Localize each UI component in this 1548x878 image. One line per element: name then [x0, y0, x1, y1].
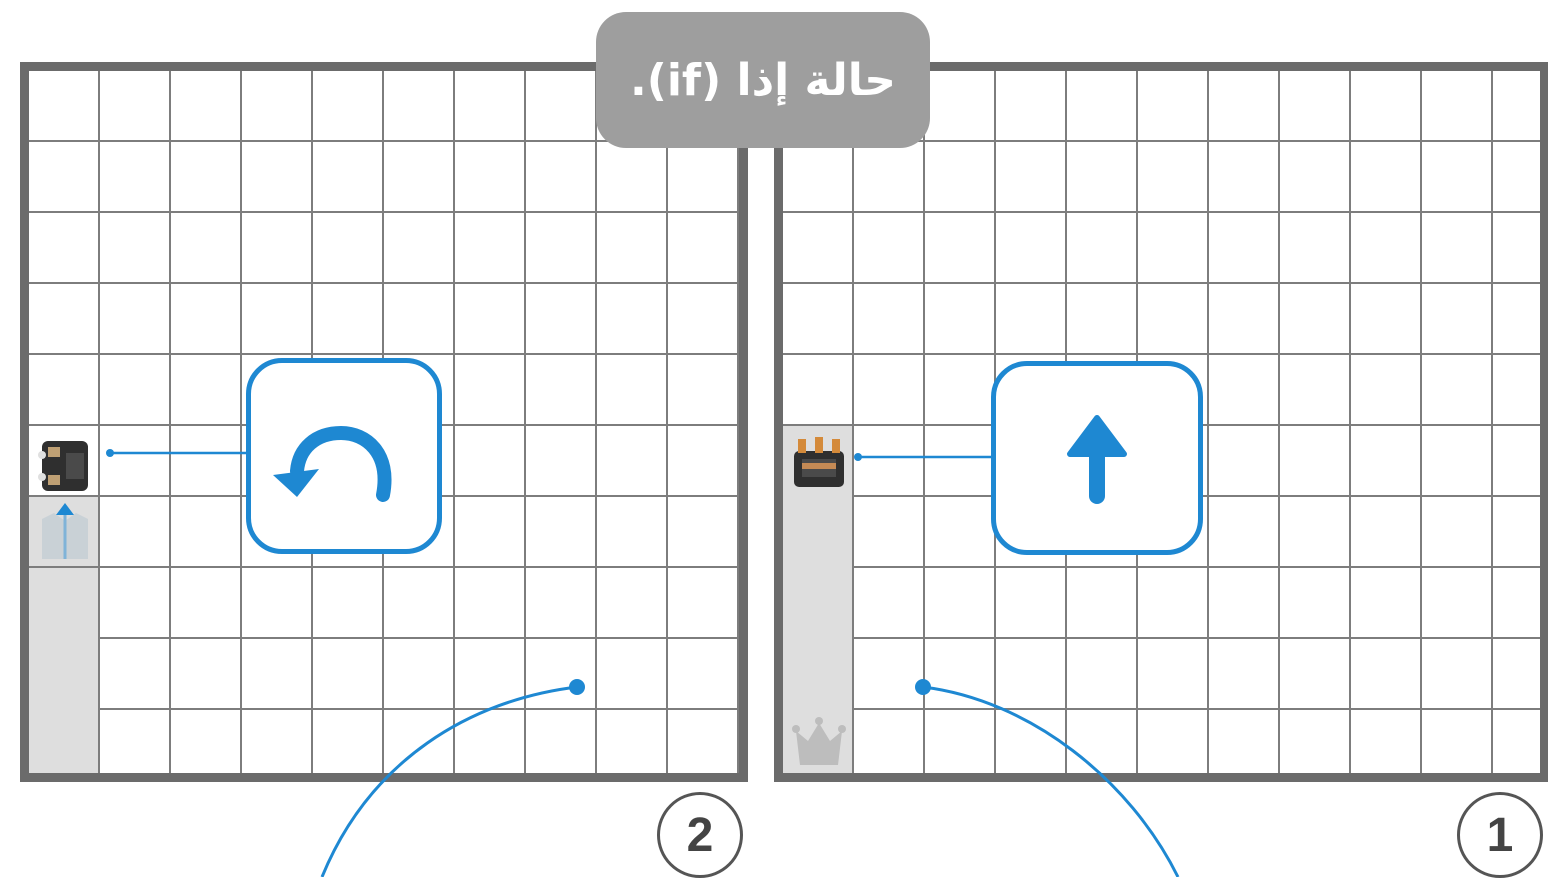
- page-title: حالة إذا (if).: [596, 12, 930, 148]
